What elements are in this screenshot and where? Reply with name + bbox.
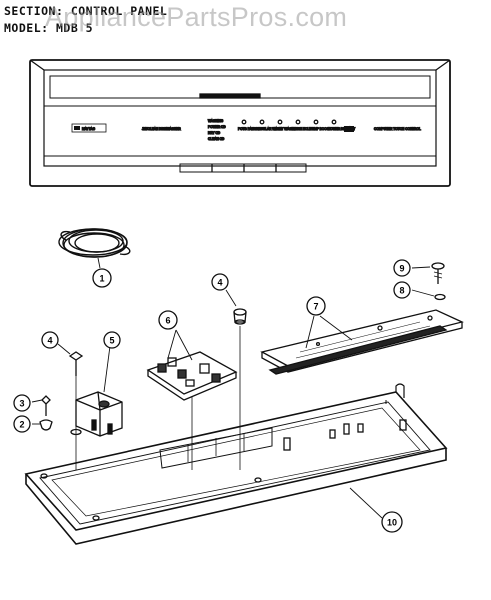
touch-board-part	[260, 309, 464, 375]
svg-text:6: 6	[165, 316, 170, 326]
control-housing-part	[24, 383, 448, 545]
svg-text:5: 5	[109, 336, 114, 346]
btn-light: LIGHT WASH	[274, 127, 294, 131]
callout-1: 1	[92, 268, 112, 288]
callout-6: 6	[158, 310, 178, 330]
section-header: SECTION: CONTROL PANEL	[4, 4, 167, 18]
model-header: MODEL: MDB 5	[4, 21, 93, 35]
callout-7: 7	[306, 296, 326, 316]
callout-5: 5	[103, 331, 121, 349]
svg-text:10: 10	[387, 518, 397, 528]
svg-text:4: 4	[47, 336, 52, 346]
screw-left-part	[57, 343, 84, 470]
model-label: MODEL:	[4, 21, 49, 35]
btn-start: START	[345, 127, 355, 131]
panel-model-text: JETCLEAN DISHWASHER	[142, 127, 181, 131]
svg-text:2: 2	[19, 420, 24, 430]
status-clean: CLEAN CD	[208, 137, 225, 141]
btn-pots: POTS PANS	[238, 127, 256, 131]
screw-washer-parts	[411, 262, 446, 301]
callouts: 1 2 3 4 4 5 6 7 8 9 10	[13, 259, 411, 533]
btn-temp: TEMP BOOST	[310, 127, 331, 131]
callout-3: 3	[13, 394, 31, 412]
watermark: AppliancePartsPros.com	[45, 2, 348, 32]
status-dry: DRY CD	[208, 131, 221, 135]
svg-text:7: 7	[313, 302, 318, 312]
panel-right-text: COMPUTER TOUCH CONTROL	[374, 127, 421, 131]
grommet-part	[225, 289, 247, 470]
status-washing: WASHING	[208, 119, 224, 123]
section-label: SECTION:	[4, 4, 64, 18]
wire-harness-coil	[58, 228, 131, 269]
switch-part	[70, 345, 123, 437]
svg-text:8: 8	[399, 286, 404, 296]
model-value: MDB 5	[55, 21, 94, 35]
screw-clip-parts	[31, 395, 53, 431]
panel-buttons: POTS PANS REGULAR WASH LIGHT WASH RINSE …	[237, 119, 356, 132]
section-value: CONTROL PANEL	[70, 4, 168, 18]
callout-10: 10	[381, 511, 403, 533]
svg-text:1: 1	[99, 274, 104, 284]
callout-2: 2	[13, 415, 31, 433]
panel-brand: MAYTAG	[82, 127, 96, 131]
btn-rinse: RINSE HOLD	[292, 127, 312, 131]
btn-dry: POWER DRY	[328, 127, 348, 131]
control-panel-assembly: MAYTAG JETCLEAN DISHWASHER WASHING POWER…	[29, 59, 451, 187]
callout-8: 8	[393, 281, 411, 299]
callout-9: 9	[393, 259, 411, 277]
svg-text:9: 9	[399, 264, 404, 274]
svg-text:4: 4	[217, 278, 222, 288]
relay-board-part	[146, 329, 238, 470]
callout-4-lower: 4	[41, 331, 59, 349]
svg-text:3: 3	[19, 399, 24, 409]
status-power: POWER CD	[208, 125, 226, 129]
callout-4-upper: 4	[211, 273, 229, 291]
btn-regular: REGULAR WASH	[256, 127, 282, 131]
